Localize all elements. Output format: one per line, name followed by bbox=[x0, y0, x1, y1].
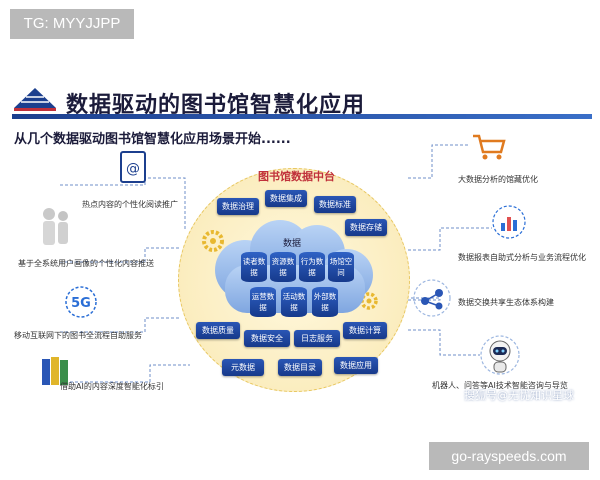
library-logo bbox=[14, 88, 56, 111]
right-label-1: 大数据分析的馆藏优化 bbox=[458, 175, 538, 184]
robot-icon bbox=[480, 335, 520, 377]
cylinder-activity-data: 活动数据 bbox=[281, 287, 307, 317]
cloud-label: 数据 bbox=[283, 239, 302, 249]
cylinder-venue-space: 场馆空间 bbox=[328, 252, 354, 282]
box-data-integration: 数据集成 bbox=[265, 190, 307, 207]
box-data-compute: 数据计算 bbox=[343, 322, 387, 339]
left-label-2: 基于全系统用户画像的个性化内容推送 bbox=[18, 259, 154, 268]
left-label-3: 移动互联网下的图书全流程自助服务 bbox=[14, 331, 142, 340]
right-label-4: 机器人、问答等AI技术智能咨询与导览 bbox=[432, 381, 568, 390]
platform-title: 图书馆数据中台 bbox=[258, 170, 335, 183]
right-label-2: 数据报表自助式分析与业务流程优化 bbox=[458, 253, 586, 262]
box-data-standard: 数据标准 bbox=[314, 196, 356, 213]
left-label-1: 热点内容的个性化阅读推广 bbox=[82, 200, 178, 209]
svg-text:5G: 5G bbox=[71, 296, 91, 311]
box-data-catalog: 数据目录 bbox=[278, 359, 322, 376]
box-log-service: 日志服务 bbox=[294, 330, 340, 347]
box-data-application: 数据应用 bbox=[334, 357, 378, 374]
network-share-icon bbox=[413, 279, 451, 317]
page-subtitle: 从几个数据驱动图书馆智慧化应用场景开始...... bbox=[14, 132, 291, 147]
cylinder-reader-data: 读者数据 bbox=[241, 252, 267, 282]
tg-tag: TG: MYYJJPP bbox=[10, 9, 134, 39]
right-label-3: 数据交换共享生态体系构建 bbox=[458, 298, 554, 307]
gear-icon bbox=[202, 230, 224, 252]
cylinder-operation-data: 运营数据 bbox=[250, 287, 276, 317]
svg-text:@: @ bbox=[126, 161, 140, 177]
page-title: 数据驱动的图书馆智慧化应用 bbox=[66, 93, 366, 118]
cylinder-resource-data: 资源数据 bbox=[270, 252, 296, 282]
user-profile-icon bbox=[36, 205, 74, 249]
shopping-cart-icon bbox=[471, 132, 507, 162]
watermark: 搜狐号@无忧知识星球 bbox=[464, 389, 574, 402]
box-data-security: 数据安全 bbox=[244, 330, 290, 347]
box-metadata: 元数据 bbox=[222, 359, 264, 376]
box-data-storage: 数据存储 bbox=[345, 219, 387, 236]
cylinder-external-data: 外部数据 bbox=[312, 287, 338, 317]
5g-network-icon: 5G bbox=[62, 285, 100, 319]
corner-url-badge: go-rayspeeds.com bbox=[429, 442, 589, 470]
binders-icon bbox=[40, 355, 74, 387]
box-data-governance: 数据治理 bbox=[217, 198, 259, 215]
bar-chart-icon bbox=[492, 205, 526, 239]
left-label-4: 借助AI的内容深度智能化标引 bbox=[60, 382, 164, 391]
box-data-quality: 数据质量 bbox=[196, 322, 240, 339]
cylinder-behavior-data: 行为数据 bbox=[299, 252, 325, 282]
book-at-icon: @ bbox=[117, 150, 149, 184]
title-underline bbox=[12, 114, 592, 119]
